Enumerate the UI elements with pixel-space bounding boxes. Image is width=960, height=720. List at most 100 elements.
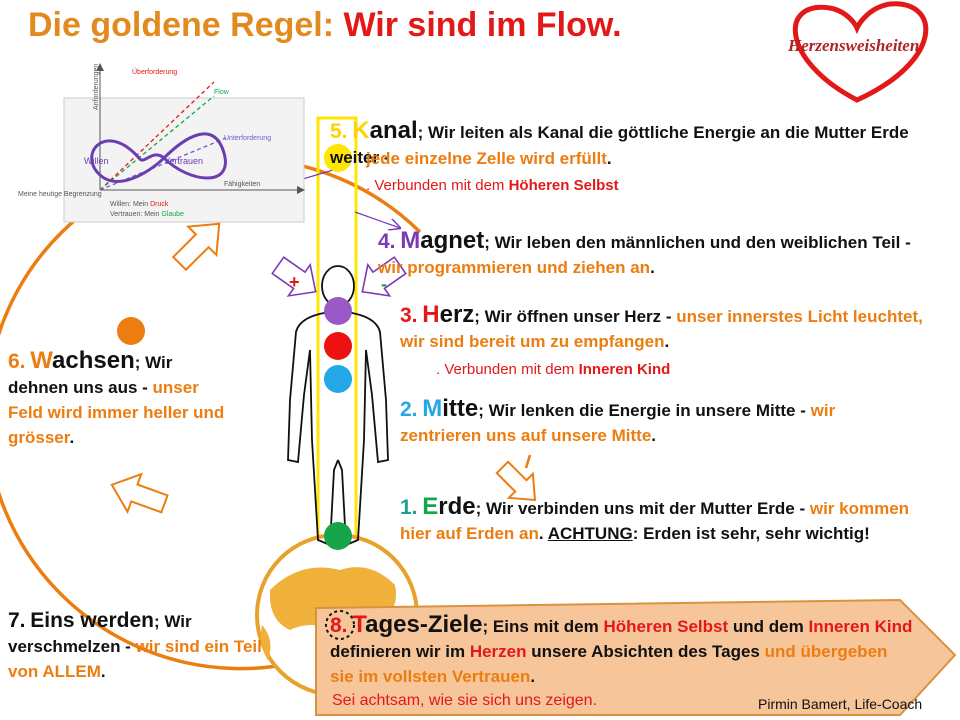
item-mitte: 2. Mitte; Wir lenken die Energie in unse… [400,396,920,448]
title-part2: Wir sind im Flow. [343,6,622,44]
eins-highlight: wir sind ein Teil von ALLEM [8,637,262,681]
tages-herzen: Herzen [469,642,527,661]
plus-sign: + [289,272,300,292]
item-magnet: 4. Magnet; Wir leben den männlichen und … [378,228,938,280]
wachsen-text: ; Wir dehnen uns aus - [8,353,173,397]
chakra-blue [324,365,352,393]
eins-word: Eins werden [30,609,154,632]
erde-warning: : Erden ist sehr, sehr wichtig! [632,524,870,543]
kanal-text-line2: jede einzelne Zelle wird erfüllt. [366,146,936,171]
tages-initial: T [352,611,366,638]
wachsen-dot [117,317,145,345]
hollow-arrow-upper-left [171,222,221,272]
kanal-number: 5. [330,120,348,143]
erde-highlight: wir kommen hier auf Erden an [400,499,910,543]
page-title: Die goldene Regel: Wir sind im Flow. [28,6,622,45]
flow-chart-svg: Anforderungen Fähigkeiten Überforderung … [18,63,305,223]
chakra-yellow [324,144,352,172]
wachsen-highlight: unser Feld wird immer heller und grösser [8,378,225,447]
item-kanal: 5. Kanal; Wir leiten als Kanal die göttl… [330,118,930,170]
tages-text3: definieren wir im [330,642,466,661]
erde-text: ; Wir verbinden uns mit der Mutter Erde … [475,499,806,518]
magnet-initial: M [400,227,421,254]
wachsen-number: 6. [8,350,26,373]
eins-text: ; Wir verschmelzen - [8,612,192,656]
magnet-word: agnet [420,227,485,254]
kanal-sub-key: Höheren Selbst [508,177,619,194]
eins-number: 7. [8,609,26,632]
title-part1: Die goldene Regel: [28,6,335,44]
kanal-word: anal [369,117,418,144]
tages-ziele-marker [325,610,355,640]
kanal-period: . [606,149,612,168]
item-tages-ziele: 8. Tages-Ziele; Eins mit dem Höheren Sel… [330,612,915,689]
chakra-green [324,522,352,550]
erde-initial: E [422,493,439,520]
erde-word: rde [438,493,476,520]
item-erde: 1. Erde; Wir verbinden uns mit der Mutte… [400,494,930,546]
chart-begrenzung-label: Meine heutige Begrenzung [18,191,102,198]
kanal-text: ; Wir leiten als Kanal die göttliche Ene… [330,123,909,167]
herz-text: ; Wir öffnen unser Herz - [474,307,672,326]
tages-period: . [530,667,536,686]
kanal-initial: K [352,117,370,144]
herz-period: . [664,332,670,351]
wachsen-initial: W [30,347,53,374]
mitte-period: . [651,426,657,445]
tages-ziele-banner [315,598,957,716]
logo-text: Herzensweisheiten [788,36,920,55]
mitte-number: 2. [400,398,418,421]
chart-willen-label: Willen [84,156,109,166]
tages-text4: unsere Absichten des Tages [531,642,760,661]
mitte-highlight: wir zentrieren uns auf unsere Mitte [400,401,836,445]
chart-legend-vertrauen: Vertrauen: Mein Glaube [110,211,184,218]
magnet-arrow-right [361,256,407,297]
magnet-text: ; Wir leben den männlichen und den weibl… [484,233,911,252]
erde-achtung: ACHTUNG [547,524,633,543]
tages-text2: und dem [732,617,804,636]
tages-highlight: und übergeben sie im vollsten Vertrauen [330,642,888,686]
author-credit: Pirmin Bamert, Life-Coach [758,696,923,712]
erde-period: . [538,524,544,543]
tages-hoeheres-selbst: Höheren Selbst [603,617,729,636]
chakra-purple [324,297,352,325]
magnet-period: . [650,258,655,277]
mitte-text: ; Wir lenken die Energie in unsere Mitte… [478,401,806,420]
herz-subline: . Verbunden mit dem Inneren Kind [436,360,670,380]
kanal-highlight: jede einzelne Zelle wird erfüllt [366,149,607,168]
erde-number: 1. [400,496,418,519]
orange-tick-mark [524,454,532,469]
wachsen-period: . [69,428,75,447]
magnet-arrow-left [271,256,317,297]
wachsen-word: achsen [52,347,135,374]
magnet-number: 4. [378,230,396,253]
item-eins: 7. Eins werden; Wir verschmelzen - wir s… [8,608,283,684]
chart-y-axis-label: Anforderungen [93,64,100,110]
chart-legend-willen: Willen: Mein Druck [110,201,169,208]
tages-inneres-kind: Inneren Kind [808,617,913,636]
magnet-highlight: wir programmieren und ziehen an [378,258,651,277]
chart-flow-label: Flow [214,89,230,96]
chart-vertrauen-label: Vertrauen [164,156,203,166]
herz-initial: H [422,301,440,328]
flow-chart-inset: Anforderungen Fähigkeiten Überforderung … [14,58,314,228]
tages-text1: ; Eins mit dem [482,617,599,636]
mitte-initial: M [422,395,443,422]
logo-heart-icon [792,1,929,103]
chart-unter-label: Unterforderung [224,135,271,142]
kanal-sub-text: . Verbunden mit dem [366,177,505,194]
hollow-arrow-right [495,460,537,502]
item-herz: 3. Herz; Wir öffnen unser Herz - unser i… [400,302,935,354]
chart-ueber-label: Überforderung [132,68,177,76]
hollow-arrow-lower-left [110,472,169,515]
tages-word: ages-Ziele [365,611,483,638]
kanal-subline: . Verbunden mit dem Höheren Selbst [366,176,619,196]
herz-highlight: unser innerstes Licht leuchtet, wir sind… [400,307,923,351]
herz-word: erz [439,301,475,328]
pointer-arrow-2 [354,211,400,228]
eins-period: . [100,662,106,681]
herz-number: 3. [400,304,418,327]
chakra-red [324,332,352,360]
herz-sub-text: . Verbunden mit dem [436,361,575,378]
